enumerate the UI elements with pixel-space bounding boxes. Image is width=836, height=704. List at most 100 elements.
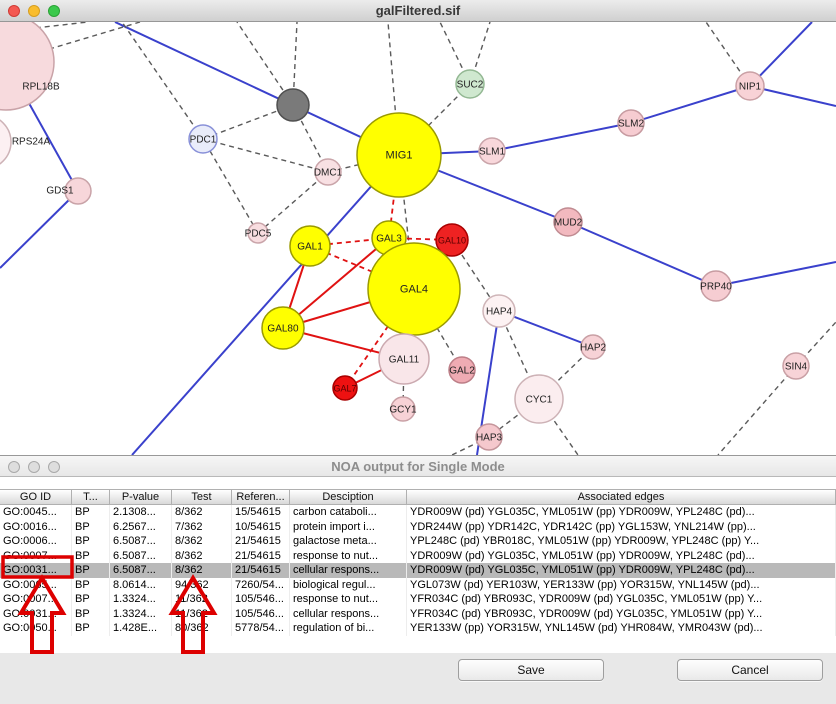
table-cell: protein import i... bbox=[290, 519, 407, 534]
network-edge[interactable] bbox=[451, 436, 490, 455]
node-label: GAL10 bbox=[438, 236, 466, 246]
node-label: GAL7 bbox=[333, 384, 356, 394]
save-button[interactable]: Save bbox=[458, 659, 604, 681]
network-node-hap2[interactable] bbox=[580, 334, 606, 360]
network-node-mig1[interactable] bbox=[356, 112, 442, 198]
column-header-desciption[interactable]: Desciption bbox=[290, 489, 407, 505]
network-node-gal10[interactable] bbox=[435, 223, 469, 257]
network-node-slm2[interactable] bbox=[617, 109, 645, 137]
network-canvas[interactable]: RPL18BRPS24AGDS1PDC1DMC1MIG1SUC2SLM1SLM2… bbox=[0, 22, 836, 455]
minimize-button[interactable] bbox=[28, 5, 40, 17]
table-cell: 7260/54... bbox=[232, 577, 290, 592]
network-node-dmc1[interactable] bbox=[314, 158, 342, 186]
table-cell: 11/362 bbox=[172, 592, 232, 607]
network-edge[interactable] bbox=[567, 221, 717, 287]
window-titlebar[interactable]: NOA output for Single Mode bbox=[0, 455, 836, 477]
network-node-hap3[interactable] bbox=[475, 423, 503, 451]
zoom-button[interactable] bbox=[48, 461, 60, 473]
table-cell: 1.428E... bbox=[110, 621, 172, 636]
node-label: GAL11 bbox=[389, 355, 420, 366]
zoom-button[interactable] bbox=[48, 5, 60, 17]
network-node-pdc1[interactable] bbox=[188, 124, 218, 154]
network-node-sin4[interactable] bbox=[782, 352, 810, 380]
network-edge[interactable] bbox=[121, 22, 204, 140]
node-label: GDS1 bbox=[46, 186, 74, 197]
table-cell: 1.3324... bbox=[110, 606, 172, 621]
minimize-button[interactable] bbox=[28, 461, 40, 473]
column-header-t[interactable]: T... bbox=[72, 489, 110, 505]
node-label: GAL3 bbox=[376, 234, 402, 245]
network-node-suc2[interactable] bbox=[455, 69, 485, 99]
node-label: GCY1 bbox=[389, 405, 417, 416]
table-cell: cellular respons... bbox=[290, 606, 407, 621]
table-cell: 21/54615 bbox=[232, 534, 290, 549]
table-cell: BP bbox=[72, 505, 110, 520]
table-cell: GO:0050... bbox=[0, 621, 72, 636]
network-edge[interactable] bbox=[749, 22, 813, 87]
table-cell: BP bbox=[72, 563, 110, 578]
network-edge[interactable] bbox=[202, 104, 294, 140]
network-edge[interactable] bbox=[717, 365, 797, 455]
network-node-gal4[interactable] bbox=[367, 242, 461, 336]
window-titlebar[interactable]: galFiltered.sif bbox=[0, 0, 836, 22]
network-edge[interactable] bbox=[236, 22, 294, 106]
network-node-nip1[interactable] bbox=[735, 71, 765, 101]
table-cell: BP bbox=[72, 621, 110, 636]
network-node-gcy1[interactable] bbox=[390, 396, 416, 422]
network-node-hap4[interactable] bbox=[482, 294, 516, 328]
network-edge[interactable] bbox=[715, 261, 836, 287]
button-bar: Save Cancel bbox=[0, 653, 836, 704]
table-cell: BP bbox=[72, 577, 110, 592]
network-node-mud2[interactable] bbox=[553, 207, 583, 237]
column-header-associated-edges[interactable]: Associated edges bbox=[407, 489, 836, 505]
network-node[interactable] bbox=[276, 88, 310, 122]
network-node-gds1[interactable] bbox=[64, 177, 92, 205]
window-title: NOA output for Single Mode bbox=[331, 458, 505, 474]
network-edge[interactable] bbox=[0, 22, 89, 33]
network-edge[interactable] bbox=[491, 122, 632, 152]
network-node-rps24a[interactable] bbox=[0, 115, 12, 169]
network-edge[interactable] bbox=[282, 237, 390, 329]
table-cell: YGL073W (pd) YER103W, YER133W (pp) YOR31… bbox=[407, 577, 836, 592]
network-edge[interactable] bbox=[498, 310, 540, 400]
column-header-test[interactable]: Test bbox=[172, 489, 232, 505]
network-edge[interactable] bbox=[131, 154, 400, 455]
network-edge[interactable] bbox=[0, 190, 79, 269]
network-edge[interactable] bbox=[202, 138, 259, 234]
column-header-referen[interactable]: Referen... bbox=[232, 489, 290, 505]
network-edge[interactable] bbox=[413, 288, 463, 371]
network-edge[interactable] bbox=[114, 22, 400, 156]
network-node-gal7[interactable] bbox=[332, 375, 358, 401]
table-cell: GO:0007... bbox=[0, 592, 72, 607]
network-node-gal2[interactable] bbox=[448, 356, 476, 384]
close-button[interactable] bbox=[8, 5, 20, 17]
network-edge[interactable] bbox=[257, 171, 329, 234]
network-node-rpl18b[interactable] bbox=[0, 22, 55, 111]
table-cell: biological regul... bbox=[290, 577, 407, 592]
network-node-pdc5[interactable] bbox=[247, 222, 269, 244]
column-header-p-value[interactable]: P-value bbox=[110, 489, 172, 505]
cancel-button[interactable]: Cancel bbox=[677, 659, 823, 681]
network-node-gal11[interactable] bbox=[378, 333, 430, 385]
table-cell: 15/54615 bbox=[232, 505, 290, 520]
close-button[interactable] bbox=[8, 461, 20, 473]
table-cell: response to nut... bbox=[290, 592, 407, 607]
network-edge[interactable] bbox=[202, 138, 329, 173]
column-header-go-id[interactable]: GO ID bbox=[0, 489, 72, 505]
network-node-prp40[interactable] bbox=[700, 270, 732, 302]
network-node-slm1[interactable] bbox=[478, 137, 506, 165]
network-edge[interactable] bbox=[498, 310, 594, 348]
network-node-gal1[interactable] bbox=[289, 225, 331, 267]
network-node-gal80[interactable] bbox=[261, 306, 305, 350]
network-node-cyc1[interactable] bbox=[514, 374, 564, 424]
network-edge[interactable] bbox=[630, 85, 751, 124]
